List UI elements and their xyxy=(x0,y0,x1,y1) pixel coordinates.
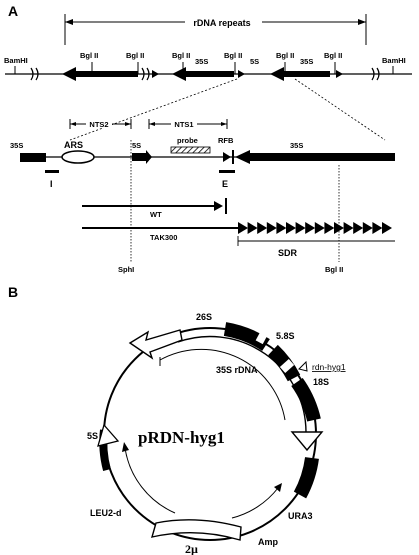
sdr-repeat-arrow xyxy=(295,222,306,234)
bglii-label-2: Bgl II xyxy=(126,51,144,60)
s18-label: 18S xyxy=(313,377,329,387)
arrow-18s-head xyxy=(290,431,324,452)
plasmid-map xyxy=(97,322,324,541)
nts1-label: NTS1 xyxy=(174,120,193,129)
sdr-repeat-arrow xyxy=(353,222,364,234)
detail-map xyxy=(20,140,395,262)
s35-label-a1: 35S xyxy=(195,57,208,66)
bglii-label-1: Bgl II xyxy=(80,51,98,60)
segment-35s-a xyxy=(291,377,321,422)
s35-box-left xyxy=(20,153,46,162)
panel-a-label: A xyxy=(8,3,18,19)
s58-label: 5.8S xyxy=(276,331,295,341)
s5-label-a1: 5S xyxy=(250,57,259,66)
rdna-35s-arrow-1 xyxy=(62,67,138,81)
rfb-label: RFB xyxy=(218,136,234,145)
s5-label-b: 5S xyxy=(87,431,98,441)
bamhi-left-label: BamHI xyxy=(4,56,28,65)
sdr-repeat-arrow xyxy=(324,222,335,234)
sdr-label: SDR xyxy=(278,248,298,258)
sdr-repeat-arrow xyxy=(238,222,248,234)
sdr-repeat-arrow xyxy=(286,222,296,234)
nts2-label: NTS2 xyxy=(89,120,108,129)
wt-construct xyxy=(82,198,227,214)
sdr-repeat-arrow xyxy=(247,222,258,234)
s35-label-detail-left: 35S xyxy=(10,141,23,150)
sdr-repeat-arrow xyxy=(382,222,392,234)
panel-b-label: B xyxy=(8,284,18,300)
amp-segment xyxy=(151,519,242,541)
sdr-repeat-arrow xyxy=(343,222,354,234)
rdn-hyg1-marker xyxy=(298,360,308,372)
s35-label-a2: 35S xyxy=(300,57,313,66)
sdr-repeat-arrow xyxy=(257,222,268,234)
segment-26s xyxy=(223,322,270,351)
leu2d-label: LEU2-d xyxy=(90,508,122,518)
ars-ellipse xyxy=(61,150,95,164)
bglii-label-3: Bgl II xyxy=(172,51,190,60)
marker-e-label: E xyxy=(222,179,228,189)
s35-arrow-detail xyxy=(235,150,395,164)
tak300-construct xyxy=(82,222,395,246)
sphi-label: SphI xyxy=(118,265,134,274)
zoom-line-right xyxy=(294,78,386,141)
s5-triangle xyxy=(97,423,120,447)
s26-label: 26S xyxy=(196,312,212,322)
s35-label-detail-right: 35S xyxy=(290,141,303,150)
rdna-repeats-label: rDNA repeats xyxy=(193,18,250,28)
segment-18s xyxy=(293,456,319,499)
probe-box xyxy=(170,146,211,154)
sdr-repeat-arrow xyxy=(305,222,316,234)
rdna-5s-arrow-1 xyxy=(238,70,245,78)
sdr-repeat-arrow xyxy=(334,222,344,234)
rdna-35s-arrow-2 xyxy=(172,67,234,81)
bglii-label-6: Bgl II xyxy=(324,51,342,60)
probe-label: probe xyxy=(177,136,198,145)
marker-i-label: I xyxy=(50,179,53,189)
ars-label: ARS xyxy=(64,140,83,150)
sdr-repeat-arrow xyxy=(372,222,383,234)
plasmid-name: pRDN-hyg1 xyxy=(138,428,225,447)
s5-label-detail: 5S xyxy=(132,141,141,150)
wt-label: WT xyxy=(150,210,162,219)
marker-e-bar xyxy=(219,170,235,173)
ura3-label: URA3 xyxy=(288,511,313,521)
s5-arrow-detail xyxy=(132,150,152,164)
zoom-line-left xyxy=(69,78,238,141)
sdr-repeat-arrow xyxy=(362,222,373,234)
bglii-label-5: Bgl II xyxy=(276,51,294,60)
rdna-35s-arrow-3 xyxy=(270,67,330,81)
rdna-5s-arrow-2 xyxy=(152,70,159,78)
rdna-5s-arrow-3 xyxy=(336,70,343,78)
bglii-label-4: Bgl II xyxy=(224,51,242,60)
s35-rdna-label: 35S rDNA xyxy=(216,365,258,375)
sdr-repeat-arrow xyxy=(276,222,287,234)
amp-label: Amp xyxy=(258,537,279,547)
sdr-repeat-arrow xyxy=(266,222,277,234)
chromosome-line xyxy=(5,62,412,81)
bglii-bottom-label: Bgl II xyxy=(325,265,343,274)
arrow-26s-head xyxy=(128,329,183,360)
rdna-repeats-bracket xyxy=(64,14,367,45)
rfb-marker xyxy=(223,152,231,162)
sdr-repeat-arrow xyxy=(314,222,325,234)
rdn-hyg1-label: rdn-hyg1 xyxy=(312,362,346,372)
marker-i-bar xyxy=(45,170,59,173)
tak300-label: TAK300 xyxy=(150,233,177,242)
bamhi-right-label: BamHI xyxy=(382,56,406,65)
two-micron-label: 2µ xyxy=(185,542,198,555)
